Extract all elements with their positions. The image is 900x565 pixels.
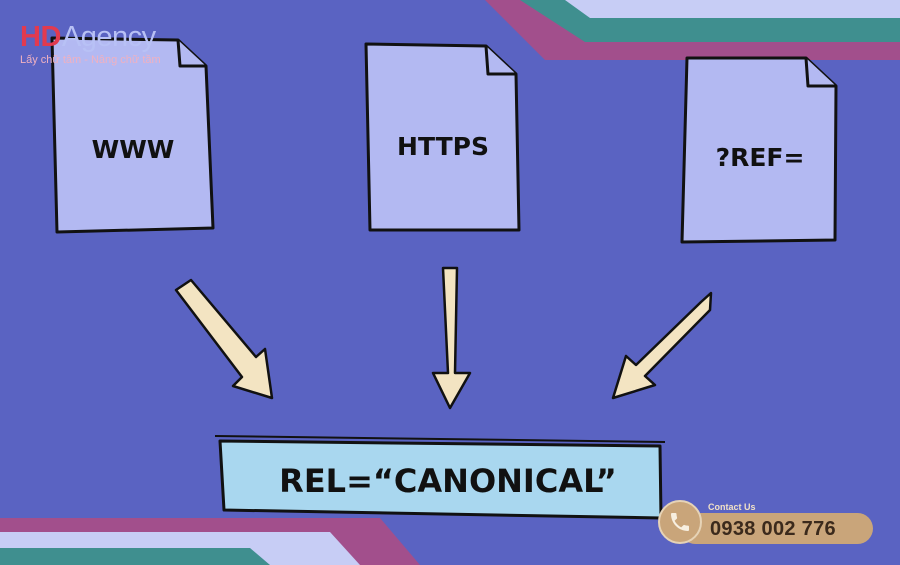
arrow-right — [611, 291, 713, 400]
document-ref: ?REF= — [680, 56, 838, 244]
contact-pill[interactable] — [680, 513, 873, 544]
phone-icon[interactable] — [658, 500, 702, 544]
logo-agency: Agency — [61, 21, 156, 53]
contact-label: Contact Us — [708, 502, 756, 512]
phone-icon-glyph — [671, 513, 689, 531]
contact-phone[interactable]: 0938 002 776 — [710, 518, 836, 540]
top-stripes — [485, 0, 900, 60]
brand-logo: HDAgency Lấy chữ tâm - Nâng chữ tầm — [20, 22, 161, 66]
document-www-label: WWW — [92, 135, 175, 164]
logo-hd: HD — [20, 21, 61, 53]
contact-badge[interactable]: Contact Us 0938 002 776 — [658, 500, 873, 546]
document-ref-label: ?REF= — [716, 143, 805, 172]
document-www: WWW — [50, 36, 215, 234]
logo-wordmark: HDAgency — [20, 22, 161, 52]
canonical-box: REL=“CANONICAL” — [214, 435, 666, 520]
arrow-left — [174, 278, 274, 400]
document-https: HTTPS — [364, 42, 521, 232]
logo-tagline: Lấy chữ tâm - Nâng chữ tầm — [20, 54, 161, 66]
arrow-center — [431, 266, 472, 410]
document-https-label: HTTPS — [397, 132, 489, 161]
canonical-label: REL=“CANONICAL” — [279, 462, 617, 500]
bottom-stripes — [0, 518, 420, 565]
